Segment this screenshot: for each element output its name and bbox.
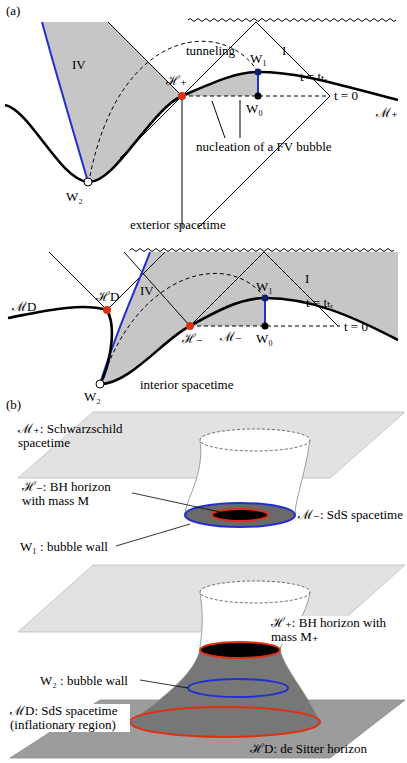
- point-label: W₁: [250, 52, 267, 66]
- panel-label: (b): [6, 398, 21, 412]
- embedding-label: ℳD: SdS spacetime (inflationary region): [8, 704, 130, 732]
- panel-label: (a): [6, 4, 20, 18]
- spacetime-label: ℳD: [12, 300, 36, 314]
- region-label: IV: [72, 58, 86, 72]
- spacetime-label: ℳ₋: [220, 330, 242, 344]
- embedding-label: ℋD: de Sitter horizon: [250, 742, 367, 756]
- time-label: t = 0: [344, 320, 368, 334]
- process-label: tunneling: [186, 44, 235, 58]
- point-label: W₀: [246, 102, 263, 116]
- time-label: t = tₜᵣ: [306, 296, 333, 310]
- exterior-penrose: [5, 19, 398, 229]
- time-label: t = tₜᵣ: [300, 70, 327, 84]
- horizon-label: ℋ₊: [166, 74, 187, 88]
- point-label: W₂: [84, 390, 101, 404]
- region-label: I: [282, 44, 286, 58]
- panel-caption: exterior spacetime: [130, 218, 226, 232]
- point-label: W₁: [256, 280, 273, 294]
- time-label: t = 0: [334, 89, 358, 103]
- interior-penrose: [8, 249, 398, 389]
- region-label: IV: [140, 284, 154, 298]
- horizon-label: ℋD: [96, 290, 119, 304]
- embedding-1: [18, 412, 405, 546]
- embedding-label: W₁ : bubble wall: [20, 540, 108, 554]
- embedding-label: ℳ₊: Schwarzschild spacetime: [18, 422, 138, 450]
- embedding-label: ℋ₋: BH horizon with mass M: [20, 480, 132, 508]
- embedding-label: ℋ₊: BH horizon with mass M₊: [269, 616, 403, 644]
- note-label: nucleation of a FV bubble: [196, 140, 332, 154]
- spacetime-label: ℳ₊: [376, 106, 398, 120]
- embedding-label: ℳ₋: SdS spacetime: [298, 508, 403, 522]
- panel-caption: interior spacetime: [140, 378, 234, 392]
- horizon-label: ℋ₋: [182, 332, 203, 346]
- point-label: W₀: [256, 332, 273, 346]
- embedding-label: W₂ : bubble wall: [40, 674, 128, 688]
- point-label: W₂: [66, 190, 83, 204]
- region-label: I: [305, 272, 309, 286]
